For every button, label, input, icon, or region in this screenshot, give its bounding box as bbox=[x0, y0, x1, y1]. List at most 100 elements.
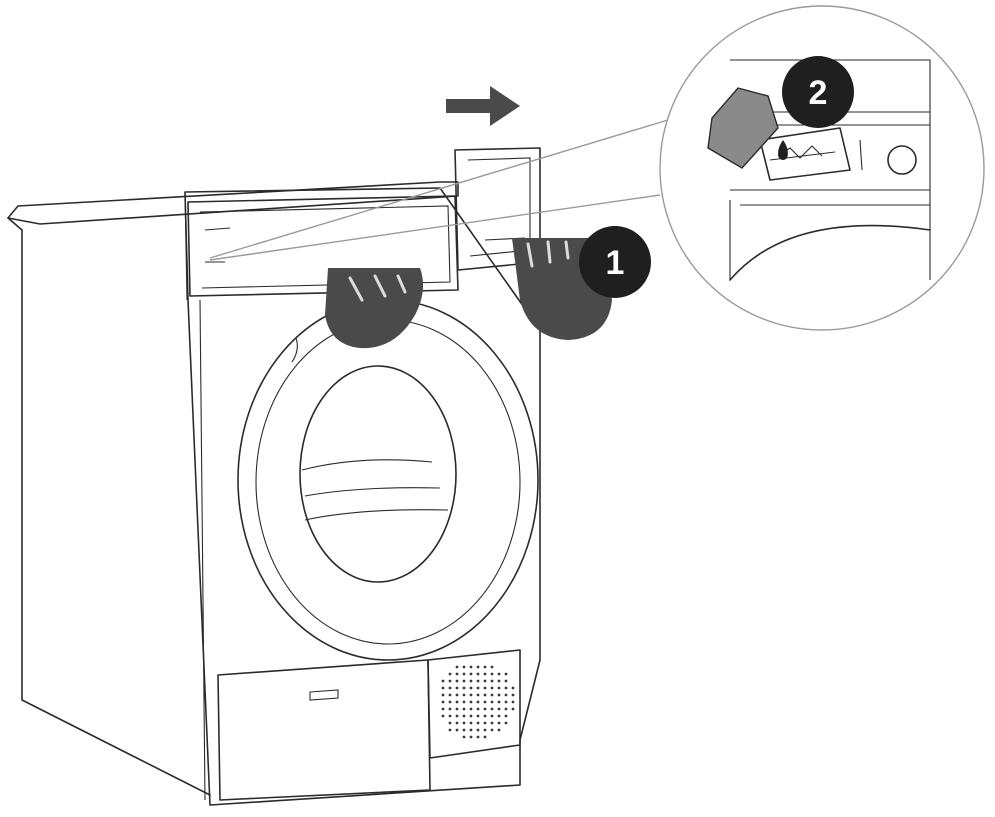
vent-hole bbox=[455, 693, 459, 697]
vent-hole bbox=[441, 700, 445, 704]
vent-hole bbox=[497, 700, 501, 704]
zoom-callout bbox=[659, 5, 985, 331]
vent-hole bbox=[448, 679, 452, 683]
vent-hole bbox=[448, 693, 452, 697]
vent-hole bbox=[462, 735, 466, 739]
vent-hole bbox=[483, 728, 487, 732]
vent-hole bbox=[469, 686, 473, 690]
vent-hole bbox=[490, 721, 494, 725]
vent-hole bbox=[511, 707, 515, 711]
drum-inner bbox=[301, 459, 449, 521]
vent-hole bbox=[490, 665, 494, 669]
water-container-icon bbox=[707, 87, 779, 169]
vent-hole bbox=[497, 714, 501, 718]
bottom-flap bbox=[217, 659, 431, 801]
vent-hole bbox=[455, 728, 459, 732]
vent-hole bbox=[483, 693, 487, 697]
vent-hole bbox=[448, 721, 452, 725]
vent-hole bbox=[448, 686, 452, 690]
step-badge-2: 2 bbox=[782, 56, 854, 128]
vent-hole bbox=[441, 714, 445, 718]
water-drop-icon bbox=[778, 140, 788, 160]
vent-hole bbox=[497, 679, 501, 683]
vent-hole bbox=[448, 700, 452, 704]
vent-hole bbox=[455, 672, 459, 676]
vent-hole bbox=[448, 714, 452, 718]
vent-hole bbox=[497, 707, 501, 711]
step-number: 2 bbox=[809, 74, 828, 112]
dryer-side-panel bbox=[7, 217, 211, 796]
dryer-door-ring bbox=[255, 319, 521, 645]
vent-hole bbox=[441, 707, 445, 711]
vent-hole bbox=[476, 707, 480, 711]
vent-hole bbox=[476, 679, 480, 683]
knob-icon bbox=[887, 145, 917, 175]
arrow-right-icon bbox=[446, 86, 520, 126]
vent-hole bbox=[504, 721, 508, 725]
vent-hole bbox=[476, 665, 480, 669]
vent-hole bbox=[504, 700, 508, 704]
vent-hole bbox=[497, 693, 501, 697]
vent-hole bbox=[469, 728, 473, 732]
vent-hole bbox=[483, 686, 487, 690]
vent-hole bbox=[483, 672, 487, 676]
vent-hole bbox=[462, 686, 466, 690]
vent-hole bbox=[476, 721, 480, 725]
vent-hole bbox=[469, 665, 473, 669]
vent-hole bbox=[469, 707, 473, 711]
vent-hole bbox=[441, 693, 445, 697]
vent-hole bbox=[476, 700, 480, 704]
vent-hole bbox=[476, 714, 480, 718]
vent-hole bbox=[483, 707, 487, 711]
vent-hole bbox=[497, 728, 501, 732]
vent-hole bbox=[511, 693, 515, 697]
vent-hole bbox=[455, 665, 459, 669]
vent-hole bbox=[455, 707, 459, 711]
vent-hole bbox=[490, 707, 494, 711]
vent-hole bbox=[469, 679, 473, 683]
hand-icon bbox=[325, 238, 612, 349]
vent-hole bbox=[462, 714, 466, 718]
vent-hole bbox=[511, 700, 515, 704]
vent-hole bbox=[455, 700, 459, 704]
vent-hole bbox=[490, 672, 494, 676]
vent-hole bbox=[448, 707, 452, 711]
vent-hole bbox=[483, 700, 487, 704]
vent-hole bbox=[504, 693, 508, 697]
vent-hole bbox=[469, 672, 473, 676]
dryer-front-edge bbox=[184, 191, 206, 801]
vent-hole bbox=[441, 686, 445, 690]
vent-hole bbox=[448, 728, 452, 732]
vent-hole bbox=[469, 693, 473, 697]
vent-hole bbox=[483, 679, 487, 683]
step-badge-1: 1 bbox=[579, 226, 651, 298]
vent-hole bbox=[497, 721, 501, 725]
vent-hole bbox=[469, 721, 473, 725]
zoom-callout-lines bbox=[209, 119, 669, 261]
vent-hole bbox=[462, 672, 466, 676]
vent-hole bbox=[448, 672, 452, 676]
vent-hole bbox=[469, 714, 473, 718]
vent-hole bbox=[462, 721, 466, 725]
vent-hole bbox=[462, 665, 466, 669]
vent-hole bbox=[504, 672, 508, 676]
vent-hole bbox=[462, 707, 466, 711]
door-handle bbox=[291, 337, 298, 363]
vent-hole bbox=[455, 679, 459, 683]
vent-hole bbox=[441, 679, 445, 683]
vent-hole bbox=[490, 728, 494, 732]
vent-hole bbox=[504, 714, 508, 718]
vent-hole bbox=[476, 693, 480, 697]
vent-hole bbox=[490, 714, 494, 718]
vent-hole bbox=[511, 686, 515, 690]
vent-hole bbox=[497, 686, 501, 690]
vent-hole bbox=[455, 721, 459, 725]
dryer-top bbox=[7, 181, 459, 225]
drawer-slot bbox=[199, 205, 451, 289]
vent-hole bbox=[483, 714, 487, 718]
vent-hole bbox=[455, 686, 459, 690]
vent-hole bbox=[469, 700, 473, 704]
vent-hole bbox=[455, 714, 459, 718]
step-number: 1 bbox=[606, 244, 625, 282]
